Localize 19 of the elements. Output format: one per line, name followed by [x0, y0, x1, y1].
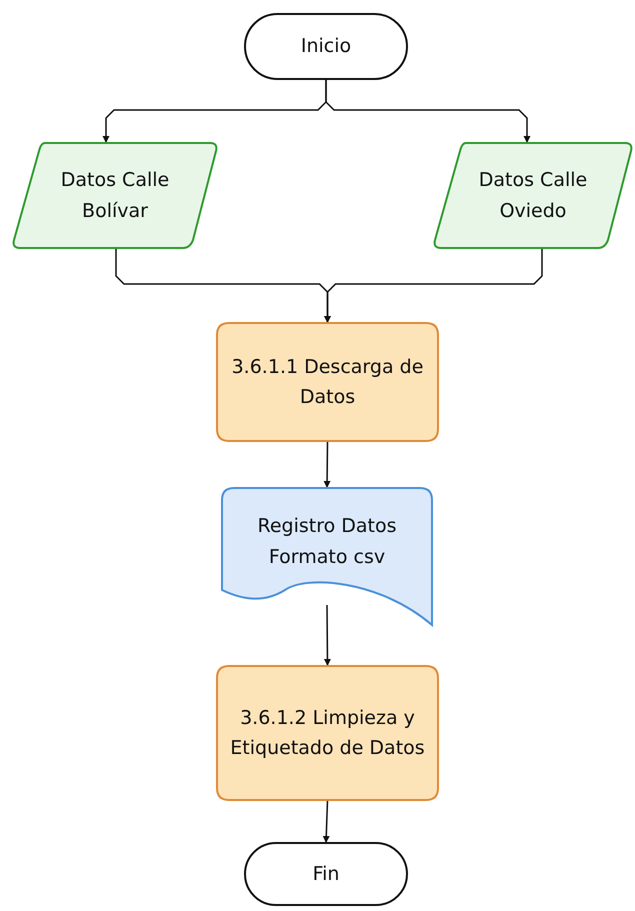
- document-shape: [222, 488, 432, 625]
- node-label: Fin: [312, 862, 340, 887]
- process-step: [217, 323, 438, 441]
- node-label: Inicio: [300, 34, 352, 60]
- end-terminal: [245, 843, 407, 905]
- node-label: 3.6.1.1 Descarga de Datos: [230, 354, 424, 410]
- data-input: [12, 143, 218, 248]
- process-step: [217, 666, 438, 800]
- arrow: [324, 441, 331, 488]
- node-label: 3.6.1.2 Limpieza y Etiquetado de Datos: [229, 706, 426, 761]
- arrow: [324, 605, 331, 666]
- start-terminal: [245, 14, 407, 79]
- node-label: Datos Calle Oviedo: [478, 168, 588, 224]
- arrow: [324, 248, 543, 323]
- node-label: Datos Calle Bolívar: [60, 168, 170, 224]
- arrow: [325, 79, 530, 143]
- node-label: Registro Datos Formato csv: [256, 514, 398, 570]
- data-input: [433, 143, 633, 248]
- arrow: [322, 800, 330, 844]
